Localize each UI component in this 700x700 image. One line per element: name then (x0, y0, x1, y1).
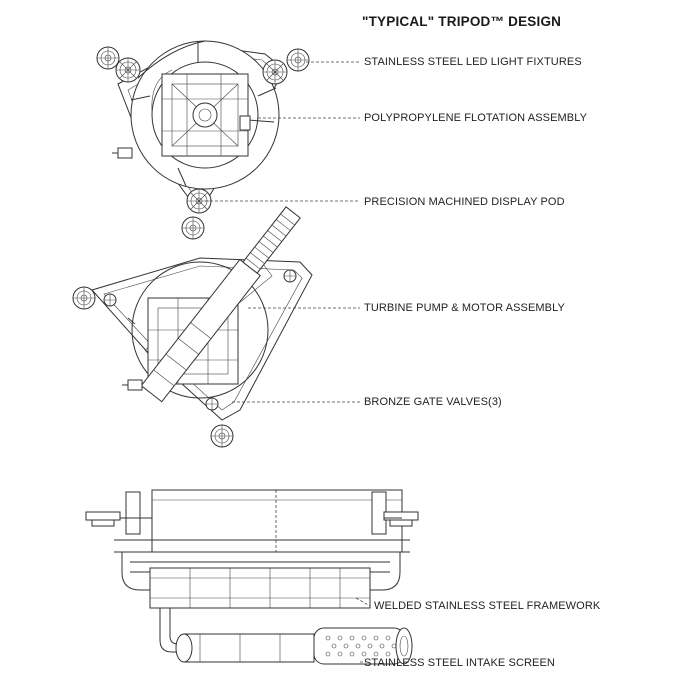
callout-intake-screen: STAINLESS STEEL INTAKE SCREEN (364, 657, 555, 669)
side-view (85, 489, 419, 665)
callout-turbine-pump: TURBINE PUMP & MOTOR ASSEMBLY (364, 302, 565, 314)
leader-lines (205, 61, 371, 663)
callout-led-light-fixtures: STAINLESS STEEL LED LIGHT FIXTURES (364, 56, 582, 68)
callout-gate-valves: BRONZE GATE VALVES(3) (364, 396, 502, 408)
diagram-title: "TYPICAL" TRIPOD™ DESIGN (362, 14, 562, 29)
callout-display-pod: PRECISION MACHINED DISPLAY POD (364, 196, 565, 208)
callout-framework: WELDED STAINLESS STEEL FRAMEWORK (374, 600, 601, 612)
top-view-flotation (96, 40, 310, 240)
callout-flotation-assembly: POLYPROPYLENE FLOTATION ASSEMBLY (364, 112, 588, 124)
top-view-pump (72, 206, 313, 448)
